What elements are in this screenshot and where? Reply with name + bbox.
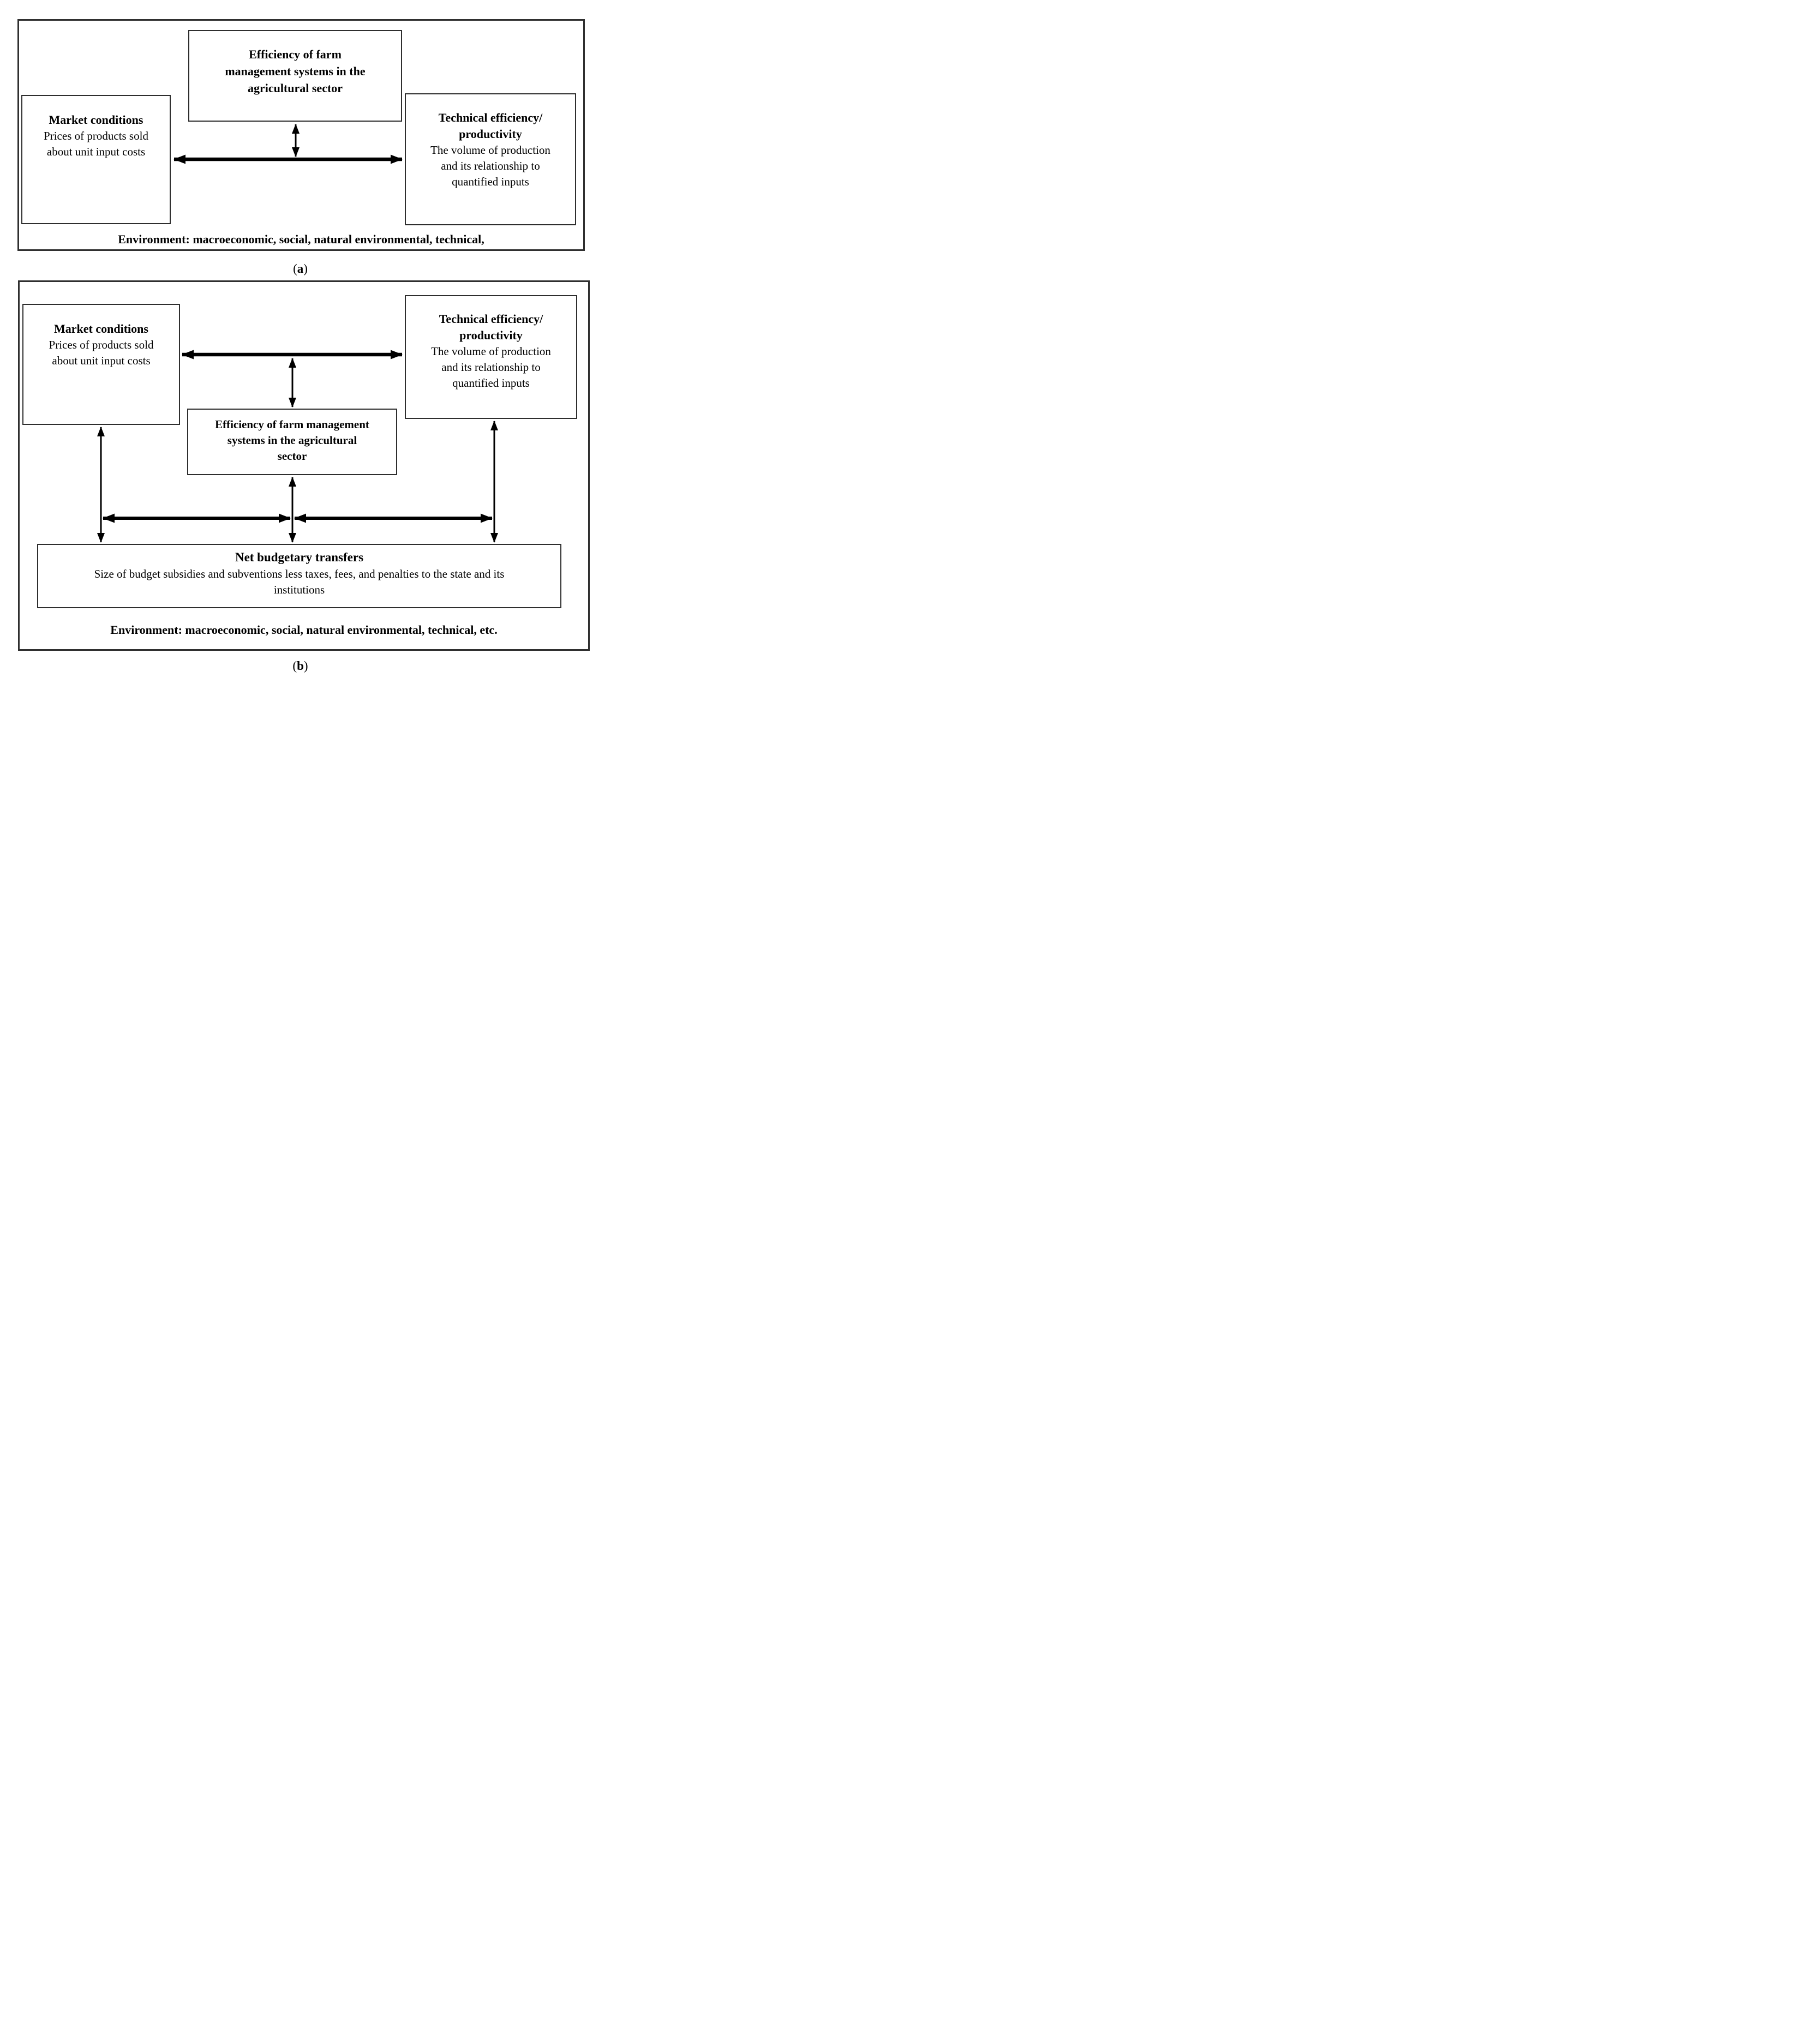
box-net-b-body: Size of budget subsidies and subventions… [94, 567, 505, 596]
box-efficiency-a-title: Efficiency of farm management systems in… [225, 47, 366, 95]
panel-b: Market conditions Prices of products sol… [18, 280, 590, 651]
environment-text-a: Environment: macroeconomic, social, natu… [118, 232, 484, 246]
panel-a: Efficiency of farm management systems in… [17, 19, 585, 251]
panel-b-label-letter: b [297, 659, 304, 673]
box-net-b-title: Net budgetary transfers [235, 550, 364, 564]
box-technical-efficiency-b: Technical efficiency/ productivity The v… [405, 295, 577, 419]
box-efficiency-b: Efficiency of farm management systems in… [187, 409, 397, 475]
box-technical-a-body: The volume of production and its relatio… [430, 143, 550, 188]
panel-a-label-close: ) [303, 262, 308, 275]
box-market-b-title: Market conditions [54, 322, 148, 335]
box-market-conditions-a: Market conditions Prices of products sol… [21, 95, 171, 224]
panel-b-label-close: ) [303, 659, 308, 673]
panel-a-label: (a) [0, 261, 601, 277]
environment-text-b: Environment: macroeconomic, social, natu… [110, 623, 498, 637]
panel-b-label-open: ( [292, 659, 297, 673]
box-net-budgetary-transfers-b: Net budgetary transfers Size of budget s… [37, 544, 561, 608]
box-market-a-title: Market conditions [49, 113, 143, 127]
box-technical-b-title: Technical efficiency/ productivity [439, 312, 543, 342]
box-efficiency-b-title: Efficiency of farm management systems in… [215, 418, 369, 463]
panel-a-label-letter: a [297, 262, 304, 275]
box-technical-efficiency-a: Technical efficiency/ productivity The v… [405, 93, 576, 225]
box-market-conditions-b: Market conditions Prices of products sol… [22, 304, 180, 425]
box-market-b-body: Prices of products sold about unit input… [49, 338, 154, 367]
box-technical-a-title: Technical efficiency/ productivity [438, 111, 543, 141]
box-market-a-body: Prices of products sold about unit input… [44, 129, 148, 158]
panel-a-label-open: ( [293, 262, 297, 275]
panel-b-label: (b) [0, 658, 601, 674]
box-efficiency-a: Efficiency of farm management systems in… [188, 30, 402, 122]
box-technical-b-body: The volume of production and its relatio… [431, 345, 551, 389]
figure-canvas: Efficiency of farm management systems in… [0, 0, 601, 681]
